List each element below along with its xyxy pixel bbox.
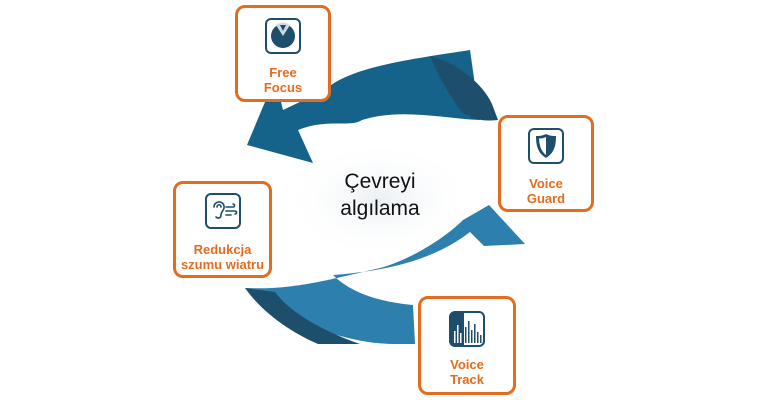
card-voice-track-label: Voice Track bbox=[450, 357, 484, 387]
center-title: Çevreyi algılama bbox=[300, 168, 460, 222]
card-wind-noise-reduction-label: Redukcja szumu wiatru bbox=[180, 242, 265, 272]
bottom-cycle-arrow-shade bbox=[245, 288, 360, 344]
top-cycle-arrow-shade bbox=[430, 56, 498, 121]
card-voice-guard[interactable]: Voice Guard bbox=[498, 115, 594, 212]
card-voice-guard-label: Voice Guard bbox=[526, 176, 566, 206]
top-cycle-arrow bbox=[247, 50, 480, 163]
center-title-line1: Çevreyi bbox=[344, 170, 416, 193]
free-focus-icon bbox=[265, 18, 301, 54]
shield-icon bbox=[528, 128, 564, 164]
card-free-focus[interactable]: Free Focus bbox=[235, 5, 331, 102]
center-glow bbox=[285, 140, 475, 260]
card-voice-track[interactable]: Voice Track bbox=[418, 296, 516, 395]
ear-wind-icon bbox=[204, 193, 241, 229]
card-wind-noise-reduction[interactable]: Redukcja szumu wiatru bbox=[173, 181, 272, 278]
voice-track-icon bbox=[449, 311, 485, 347]
bottom-cycle-arrow bbox=[245, 205, 525, 344]
card-free-focus-label: Free Focus bbox=[263, 65, 303, 95]
center-title-line2: algılama bbox=[340, 197, 420, 220]
